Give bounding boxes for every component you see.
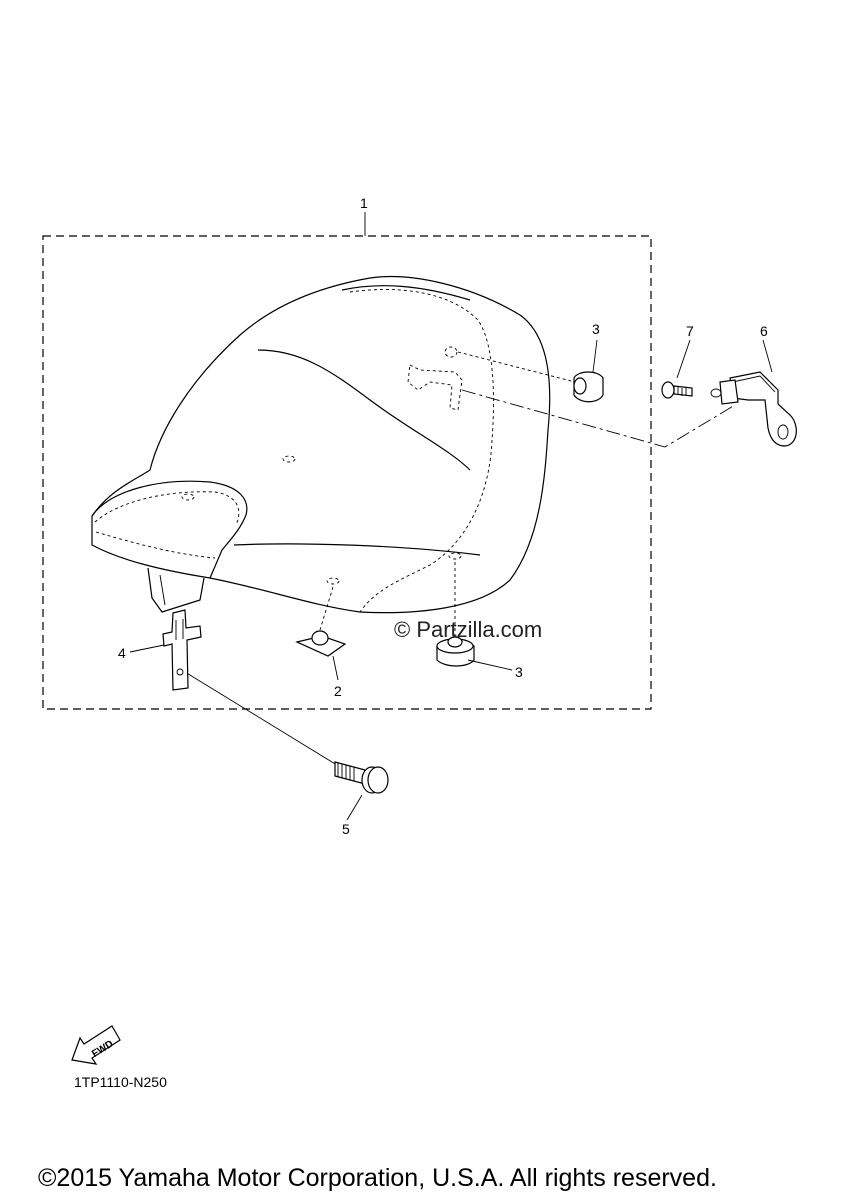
callout-3-lower: 3 xyxy=(515,664,523,680)
leader-line xyxy=(457,351,576,383)
clip-nut xyxy=(295,630,347,657)
leader-line xyxy=(319,586,334,631)
grommet-lower xyxy=(436,636,475,667)
callout-5: 5 xyxy=(342,821,350,837)
callout-3-upper: 3 xyxy=(592,321,600,337)
callout-6: 6 xyxy=(760,323,768,339)
bracket-plate xyxy=(162,609,202,691)
screw xyxy=(661,381,693,399)
callout-4: 4 xyxy=(118,645,126,661)
part-code: 1TP1110-N250 xyxy=(74,1074,167,1090)
seat xyxy=(91,275,551,614)
callout-7: 7 xyxy=(686,323,694,339)
fwd-arrow-icon: FWD xyxy=(71,1025,121,1065)
copyright-notice: ©2015 Yamaha Motor Corporation, U.S.A. A… xyxy=(38,1164,717,1192)
callout-1: 1 xyxy=(360,195,368,211)
leader-line xyxy=(461,389,736,448)
watermark: © Partzilla.com xyxy=(394,617,542,642)
mount-bracket xyxy=(710,371,797,447)
assembly-boundary xyxy=(42,235,652,710)
callout-2: 2 xyxy=(334,683,342,699)
leader-line xyxy=(184,671,346,771)
grommet-upper xyxy=(573,371,604,403)
bolt xyxy=(334,761,389,794)
